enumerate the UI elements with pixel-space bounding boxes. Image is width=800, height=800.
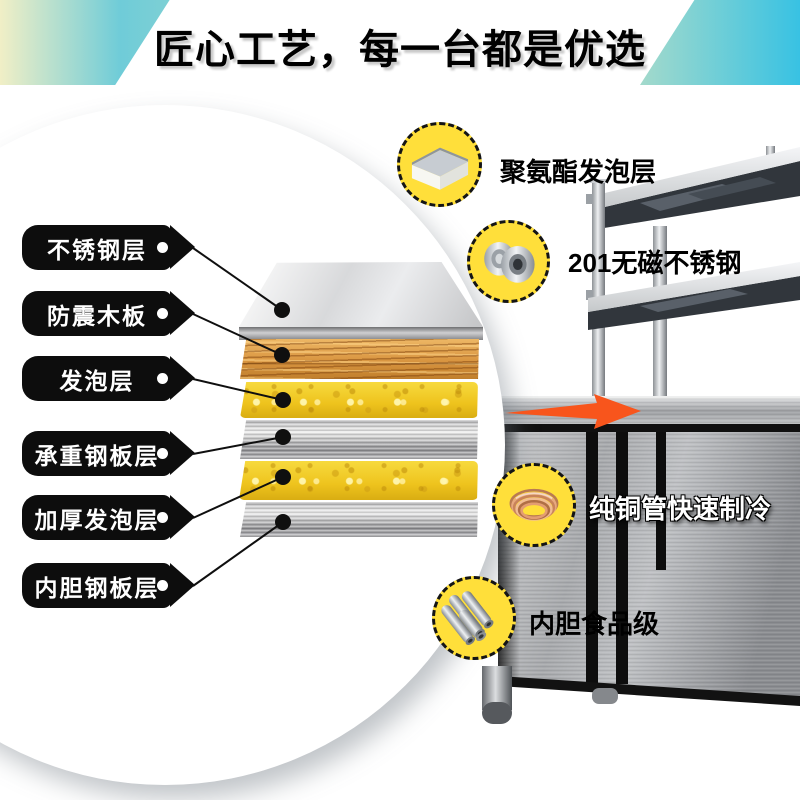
tag-label: 承重钢板层 xyxy=(34,442,160,469)
tag-label: 不锈钢层 xyxy=(47,236,147,263)
callout-food-grade-liner xyxy=(432,576,516,660)
cabinet-leg-stub xyxy=(592,688,618,704)
banner-white-parallelogram xyxy=(115,0,695,85)
tag-load-bearing-steel-layer: 承重钢板层 xyxy=(22,431,195,476)
layer-foam xyxy=(240,382,478,418)
steel-coil-rolls-icon xyxy=(483,241,535,283)
tag-shockproof-wood-board: 防震木板 xyxy=(22,291,195,336)
callout-polyurethane-foam xyxy=(397,122,482,207)
door-seam xyxy=(586,432,598,684)
layer-stainless-steel-slab xyxy=(239,262,483,340)
tag-inner-liner-steel-layer: 内胆钢板层 xyxy=(22,563,195,608)
layer-inner-liner-steel xyxy=(240,502,478,537)
callout-label-food-grade-liner: 内胆食品级 xyxy=(529,609,660,639)
callout-label-201-stainless: 201无磁不锈钢 xyxy=(568,248,742,278)
top-banner: 匠心工艺，每一台都是优选 xyxy=(0,0,800,85)
door-seam xyxy=(616,432,628,684)
tag-dot xyxy=(157,580,168,591)
cabinet-leg xyxy=(482,666,512,710)
tag-dot xyxy=(157,448,168,459)
countertop xyxy=(500,396,800,432)
tag-label: 防震木板 xyxy=(47,302,147,329)
layer-wood-board xyxy=(240,339,479,379)
tag-label: 内胆钢板层 xyxy=(34,574,160,601)
foam-board-icon xyxy=(411,147,468,190)
tag-label: 加厚发泡层 xyxy=(34,506,160,533)
copper-coil-icon xyxy=(509,488,559,521)
layer-load-bearing-steel xyxy=(240,420,478,459)
tag-dot xyxy=(157,512,168,523)
tag-stainless-steel-layer: 不锈钢层 xyxy=(22,225,195,270)
tag-dot xyxy=(157,373,168,384)
tag-thick-foam-layer: 加厚发泡层 xyxy=(22,495,195,540)
tag-dot xyxy=(157,242,168,253)
layer-thick-foam xyxy=(239,461,478,500)
callout-201-stainless xyxy=(467,220,550,303)
callout-label-copper-tube-cooling: 纯铜管快速制冷 xyxy=(589,494,772,524)
tag-label: 发泡层 xyxy=(59,367,135,394)
tag-foam-layer: 发泡层 xyxy=(22,356,195,401)
tag-dot xyxy=(157,308,168,319)
callout-copper-tube-cooling xyxy=(492,463,576,547)
page-title: 匠心工艺，每一台都是优选 xyxy=(154,28,646,72)
callout-label-polyurethane-foam: 聚氨酯发泡层 xyxy=(500,157,657,187)
steel-tubes-icon xyxy=(441,591,494,645)
